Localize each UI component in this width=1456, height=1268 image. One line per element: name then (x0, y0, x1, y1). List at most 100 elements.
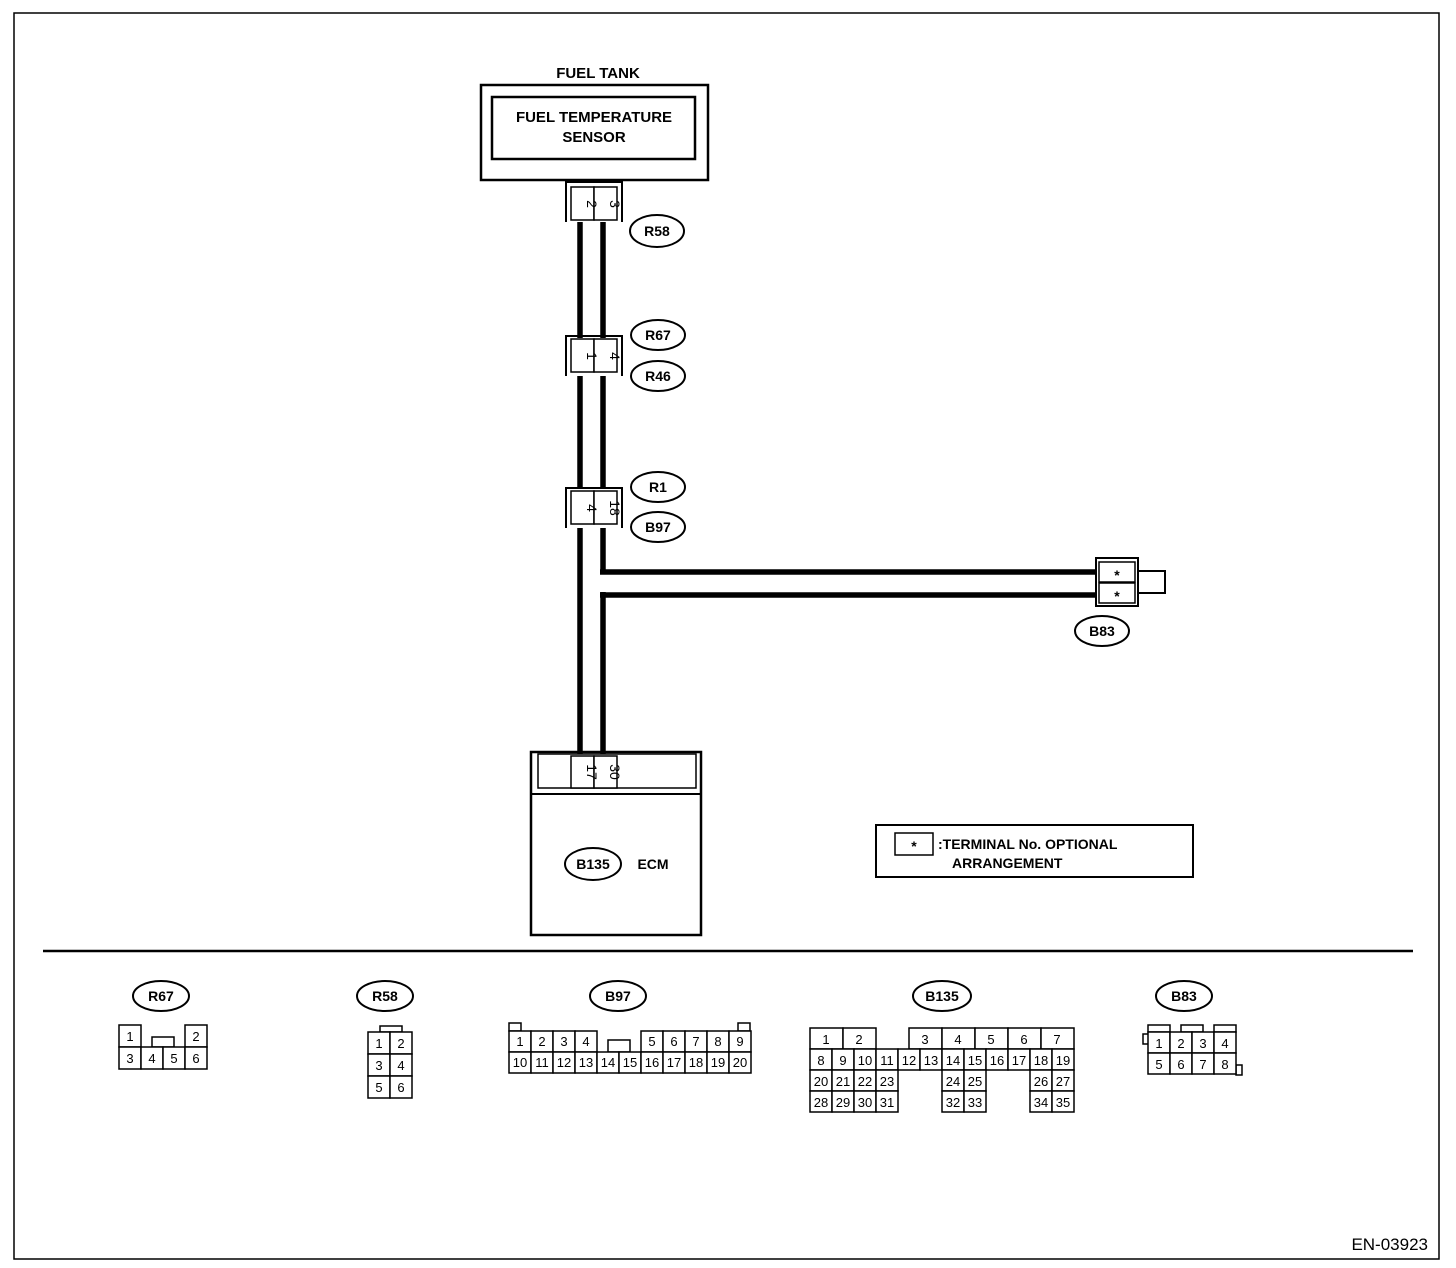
r58-view-pin: 4 (397, 1058, 404, 1073)
b97-view-pin: 2 (538, 1034, 545, 1049)
b135-view-pin: 7 (1053, 1032, 1060, 1047)
connector-b83 (1095, 557, 1166, 607)
legend-box (875, 824, 1194, 878)
tag-oval-b83 (1074, 615, 1130, 647)
r58-view-pin: 2 (397, 1036, 404, 1051)
b83-pin-top: * (1114, 567, 1120, 583)
r58-pin-left: 2 (584, 200, 600, 208)
tag-oval-r67 (630, 319, 686, 351)
r67-view-pin: 6 (192, 1051, 199, 1066)
view-b97-grid (508, 1022, 752, 1074)
b135-view-pin: 6 (1020, 1032, 1027, 1047)
b97-view-pin: 16 (645, 1055, 659, 1070)
b135-view-pin: 24 (946, 1074, 960, 1089)
b97-view-pin: 11 (535, 1055, 549, 1070)
b97-view-pin: 7 (692, 1034, 699, 1049)
b135-view-pin: 14 (946, 1053, 960, 1068)
ecm-box (529, 750, 703, 937)
b135-view-pin: 20 (814, 1074, 828, 1089)
ecm-pin-30: 30 (607, 764, 623, 780)
b135-view-pin: 1 (822, 1032, 829, 1047)
b135-view-pin: 28 (814, 1095, 828, 1110)
b83-view-pin: 3 (1199, 1036, 1206, 1051)
b135-view-pin: 15 (968, 1053, 982, 1068)
figure-code: EN-03923 (1351, 1235, 1428, 1254)
b97-view-pin: 14 (601, 1055, 615, 1070)
b97-view-pin: 1 (516, 1034, 523, 1049)
r67-pin-right: 4 (607, 352, 623, 360)
sensor-label-line2: SENSOR (562, 129, 626, 146)
r58-view-pin: 3 (375, 1058, 382, 1073)
tag-b97: B97 (645, 519, 671, 535)
b135-view-pin: 17 (1012, 1053, 1026, 1068)
b135-view-pin: 13 (924, 1053, 938, 1068)
b135-view-pin: 34 (1034, 1095, 1048, 1110)
b97-view-pin: 15 (623, 1055, 637, 1070)
b135-view-pin: 35 (1056, 1095, 1070, 1110)
ecm-tag: B135 (576, 856, 610, 872)
r67-view-pin: 4 (148, 1051, 155, 1066)
b135-view-pin: 16 (990, 1053, 1004, 1068)
b83-view-pin: 5 (1155, 1057, 1162, 1072)
b97-view-pin: 8 (714, 1034, 721, 1049)
tag-r1: R1 (649, 479, 667, 495)
b135-view-pin: 9 (839, 1053, 846, 1068)
r67-pin-left: 1 (584, 352, 600, 360)
sensor-label-line1: FUEL TEMPERATURE (516, 109, 672, 126)
outer-frame (13, 12, 1440, 1260)
r58-pin-right: 3 (607, 200, 623, 208)
tag-r46: R46 (645, 368, 671, 384)
b83-view-pin: 2 (1177, 1036, 1184, 1051)
b83-view-pin: 6 (1177, 1057, 1184, 1072)
fuel-tank-box (479, 83, 710, 182)
view-tag-b97: B97 (605, 988, 631, 1004)
b135-view-pin: 3 (921, 1032, 928, 1047)
b83-view-pin: 4 (1221, 1036, 1228, 1051)
b135-view-pin: 23 (880, 1074, 894, 1089)
tag-oval-r58 (629, 214, 685, 248)
view-tag-b83: B83 (1171, 988, 1197, 1004)
b135-view-pin: 31 (880, 1095, 894, 1110)
b97-view-pin: 19 (711, 1055, 725, 1070)
b135-view-pin: 11 (880, 1053, 894, 1068)
b135-view-pin: 25 (968, 1074, 982, 1089)
r1-pin-left: 4 (584, 504, 600, 512)
connector-r58 (565, 181, 623, 222)
view-oval-b83 (1155, 980, 1213, 1012)
b135-view-pin: 22 (858, 1074, 872, 1089)
ecm-pin-17: 17 (584, 764, 600, 780)
b135-view-pin: 19 (1056, 1053, 1070, 1068)
b135-view-pin: 12 (902, 1053, 916, 1068)
legend-line1: :TERMINAL No. OPTIONAL (938, 836, 1118, 852)
b83-view-pin: 8 (1221, 1057, 1228, 1072)
view-r58-grid (367, 1025, 413, 1099)
b83-view-pin: 7 (1199, 1057, 1206, 1072)
view-b135-grid (809, 1027, 1075, 1113)
r67-view-pin: 1 (126, 1029, 133, 1044)
b135-view-pin: 27 (1056, 1074, 1070, 1089)
b135-view-pin: 32 (946, 1095, 960, 1110)
view-oval-r67 (132, 980, 190, 1012)
view-tag-b135: B135 (925, 988, 959, 1004)
view-r67-grid (118, 1024, 208, 1070)
r58-view-pin: 6 (397, 1080, 404, 1095)
r67-view-pin: 2 (192, 1029, 199, 1044)
b83-pin-bottom: * (1114, 588, 1120, 604)
b135-view-pin: 26 (1034, 1074, 1048, 1089)
tag-oval-r46 (630, 360, 686, 392)
tag-oval-b135 (564, 847, 622, 881)
connector-r1-b97 (565, 487, 623, 528)
b97-view-pin: 17 (667, 1055, 681, 1070)
b97-view-pin: 10 (513, 1055, 527, 1070)
r58-view-pin: 1 (375, 1036, 382, 1051)
legend-symbol: * (911, 838, 917, 854)
r67-view-pin: 5 (170, 1051, 177, 1066)
b97-view-pin: 9 (736, 1034, 743, 1049)
b135-view-pin: 4 (954, 1032, 961, 1047)
b135-view-pin: 5 (987, 1032, 994, 1047)
connector-r67-r46 (565, 335, 623, 376)
view-tag-r67: R67 (148, 988, 174, 1004)
b135-view-pin: 21 (836, 1074, 850, 1089)
b97-view-pin: 3 (560, 1034, 567, 1049)
